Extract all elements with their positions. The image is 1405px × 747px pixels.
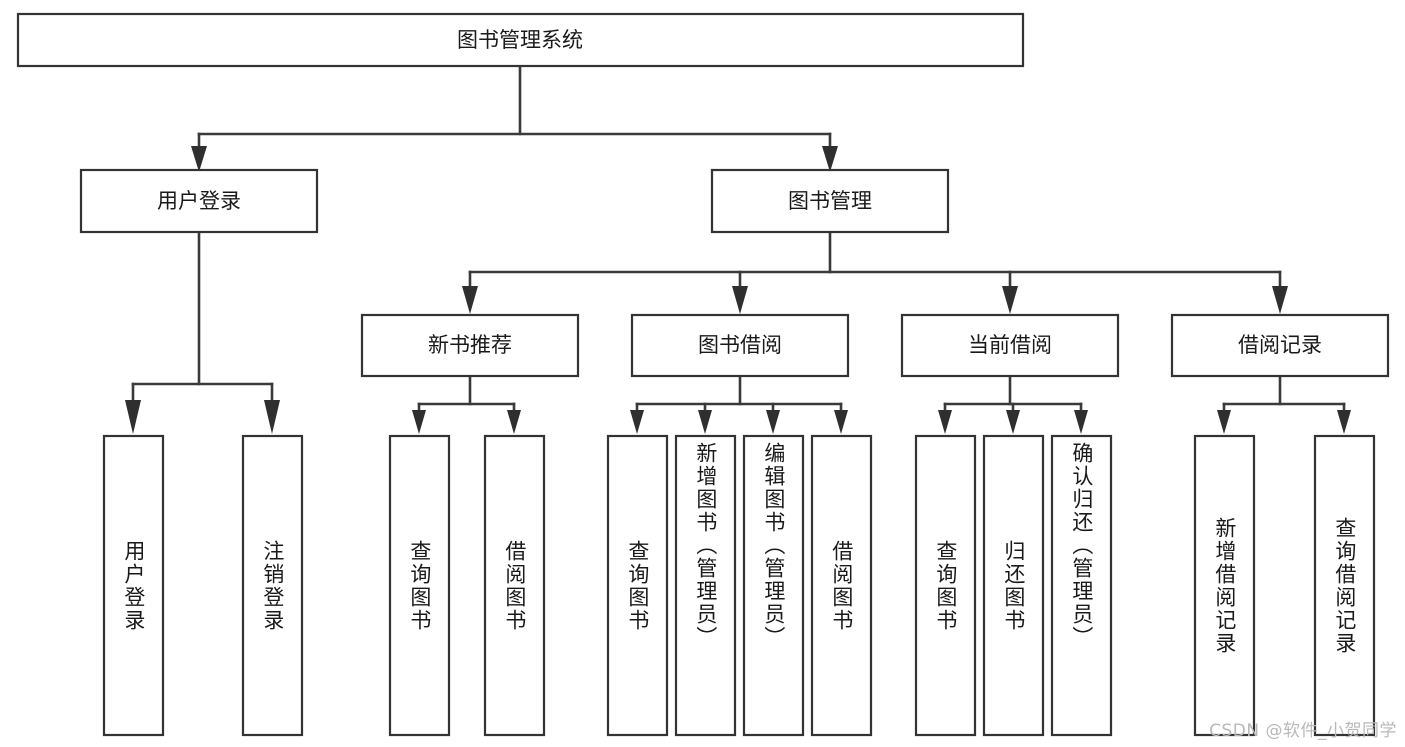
node-box-leaf-query-book-2[interactable] [606, 434, 669, 737]
connector-root-to-level2 [191, 64, 838, 172]
node-box-leaf-logout[interactable] [241, 434, 304, 737]
node-box-borrow-records[interactable] [1170, 313, 1390, 378]
node-label-root: 图书管理系统 [457, 28, 583, 52]
node-box-current-borrow[interactable] [900, 313, 1120, 378]
node-box-leaf-borrow-book-1[interactable] [483, 434, 546, 737]
connector-newbook-to-leaves [412, 374, 521, 434]
node-box-user-login[interactable] [79, 168, 319, 234]
node-label-book-borrow: 图书借阅 [698, 333, 782, 357]
connector-borrowrecords-to-leaves [1217, 374, 1351, 434]
node-box-book-management[interactable] [710, 168, 950, 234]
node-label-user-login: 用户登录 [157, 189, 241, 213]
connector-bookborrow-to-leaves [630, 374, 848, 434]
node-box-book-borrow[interactable] [630, 313, 850, 378]
node-box-leaf-borrow-book-2[interactable] [810, 434, 873, 737]
node-box-leaf-add-record[interactable] [1193, 434, 1256, 737]
connector-userlogin-to-leaves [125, 230, 280, 434]
node-box-leaf-confirm-return[interactable] [1050, 434, 1113, 737]
node-box-leaf-query-book-3[interactable] [914, 434, 977, 737]
connector-bookmgmt-to-level3 [462, 230, 1288, 314]
node-label-current-borrow: 当前借阅 [968, 333, 1052, 357]
node-label-borrow-records: 借阅记录 [1238, 333, 1322, 357]
watermark-text: CSDN @软件_小贺同学 [1209, 721, 1397, 741]
node-box-leaf-return-book[interactable] [982, 434, 1045, 737]
node-label-new-book-recommend: 新书推荐 [428, 333, 512, 357]
node-box-leaf-user-login[interactable] [102, 434, 165, 737]
node-box-root[interactable] [16, 12, 1025, 68]
node-box-leaf-query-record[interactable] [1313, 434, 1376, 737]
node-box-leaf-edit-book[interactable] [742, 434, 805, 737]
connector-currentborrow-to-leaves [938, 374, 1088, 434]
node-box-new-book-recommend[interactable] [360, 313, 580, 378]
node-box-leaf-query-book-1[interactable] [388, 434, 451, 737]
node-box-leaf-add-book[interactable] [674, 434, 737, 737]
node-label-book-management: 图书管理 [788, 189, 872, 213]
